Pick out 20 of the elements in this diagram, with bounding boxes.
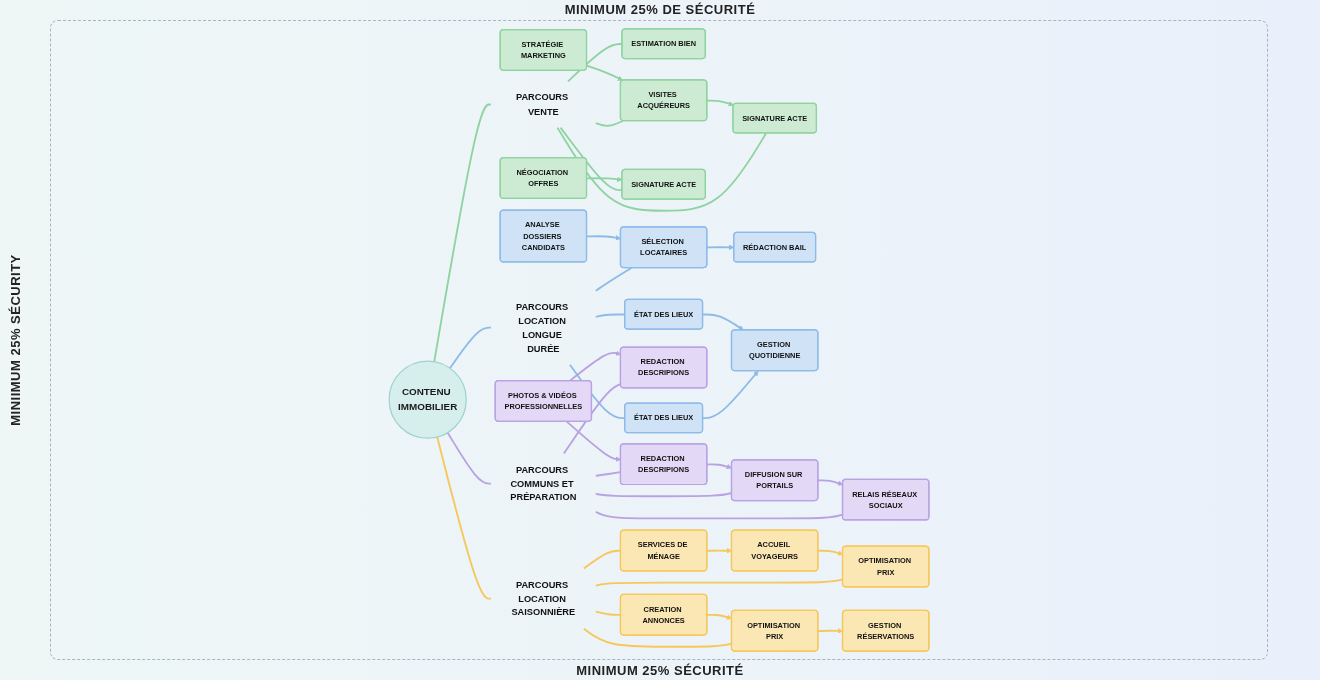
node-text: PARCOURS LOCATION LONGUE DURÉE	[515, 301, 569, 354]
node-text: PARCOURS COMMUNS ET PRÉPARATION	[510, 463, 577, 503]
node-text: PARCOURS LOCATION SAISONNIÈRE	[511, 579, 576, 618]
connector	[567, 43, 624, 83]
margin-note: MINIMUM 25% SÉCURITÉ	[575, 663, 745, 678]
margin-note: MINIIMUM 25% SÉCURITY	[8, 254, 23, 426]
margin-note: MINIMUM 25% DE SÉCURITÉ	[563, 2, 757, 17]
connector	[446, 431, 492, 485]
connector	[556, 126, 768, 212]
arrow	[568, 350, 621, 382]
connector	[449, 326, 492, 370]
arrow	[817, 479, 844, 486]
connector	[594, 119, 624, 127]
connector	[594, 266, 633, 292]
node-circle: CONTENU IMMOBILIER	[388, 360, 467, 439]
node-text: PARCOURS VENTE	[515, 91, 569, 117]
arrow	[706, 99, 734, 107]
connector	[433, 103, 492, 363]
connector	[436, 436, 492, 600]
arrow	[565, 420, 621, 462]
